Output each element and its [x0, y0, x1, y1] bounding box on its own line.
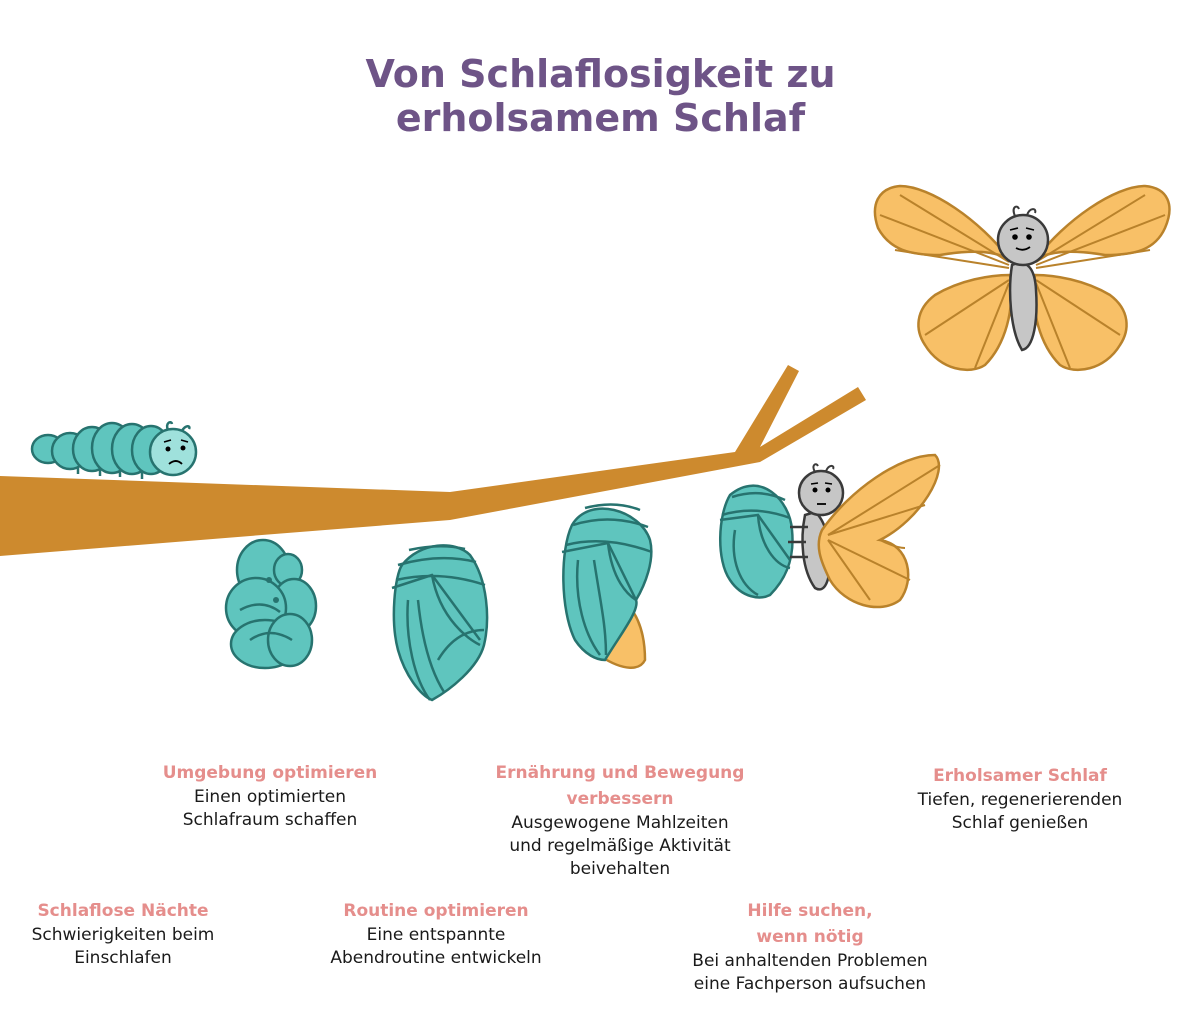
stage-heading: Routine optimieren [343, 901, 529, 921]
stage-heading: verbessern [566, 789, 674, 809]
butterfly-icon [873, 184, 1171, 372]
stage-text: eine Fachperson aufsuchen [693, 974, 927, 994]
stage-heading: Ernährung und Bewegung [495, 763, 745, 783]
curled-chrysalis-icon [224, 538, 318, 670]
stage-text: Schwierigkeiten beim [31, 925, 215, 945]
stage-hilfe-suchen: Hilfe suchen, wenn nötig Bei anhaltenden… [660, 898, 960, 996]
page-title: Von Schlaflosigkeit zu erholsamem Schlaf [0, 52, 1201, 140]
stage-heading: Erholsamer Schlaf [933, 766, 1107, 786]
title-line-2: erholsamem Schlaf [395, 96, 806, 140]
stage-heading: Umgebung optimieren [162, 763, 378, 783]
stage-text: Ausgewogene Mahlzeiten [511, 813, 729, 833]
stage-text: Bei anhaltenden Problemen [692, 951, 928, 971]
opening-chrysalis-icon [561, 503, 653, 669]
caterpillar-icon [30, 421, 198, 479]
stage-heading: Hilfe suchen, [747, 901, 873, 921]
stage-text: Schlaf genießen [951, 813, 1089, 833]
stage-heading: wenn nötig [756, 927, 864, 947]
stage-ernaehrung-bewegung: Ernährung und Bewegung verbessern Ausgew… [470, 760, 770, 881]
stage-text: Einschlafen [74, 948, 172, 968]
stage-heading: Schlaflose Nächte [37, 901, 209, 921]
stage-umgebung-optimieren: Umgebung optimieren Einen optimierten Sc… [140, 760, 400, 832]
stage-erholsamer-schlaf: Erholsamer Schlaf Tiefen, regenerierende… [890, 763, 1150, 835]
emerging-butterfly-icon [719, 453, 941, 609]
stage-text: und regelmäßige Aktivität [509, 836, 731, 856]
stage-schlaflose-naechte: Schlaflose Nächte Schwierigkeiten beim E… [8, 898, 238, 970]
stage-text: Schlafraum schaffen [182, 810, 358, 830]
stage-text: Tiefen, regenerierenden [917, 790, 1123, 810]
stage-text: Abendroutine entwickeln [330, 948, 542, 968]
chrysalis-icon [391, 544, 489, 702]
branch [0, 365, 866, 556]
stage-text: beivehalten [569, 859, 671, 879]
stage-text: Eine entspannte [366, 925, 506, 945]
stage-routine-optimieren: Routine optimieren Eine entspannte Abend… [296, 898, 576, 970]
stage-text: Einen optimierten [193, 787, 347, 807]
title-line-1: Von Schlaflosigkeit zu [365, 52, 836, 96]
